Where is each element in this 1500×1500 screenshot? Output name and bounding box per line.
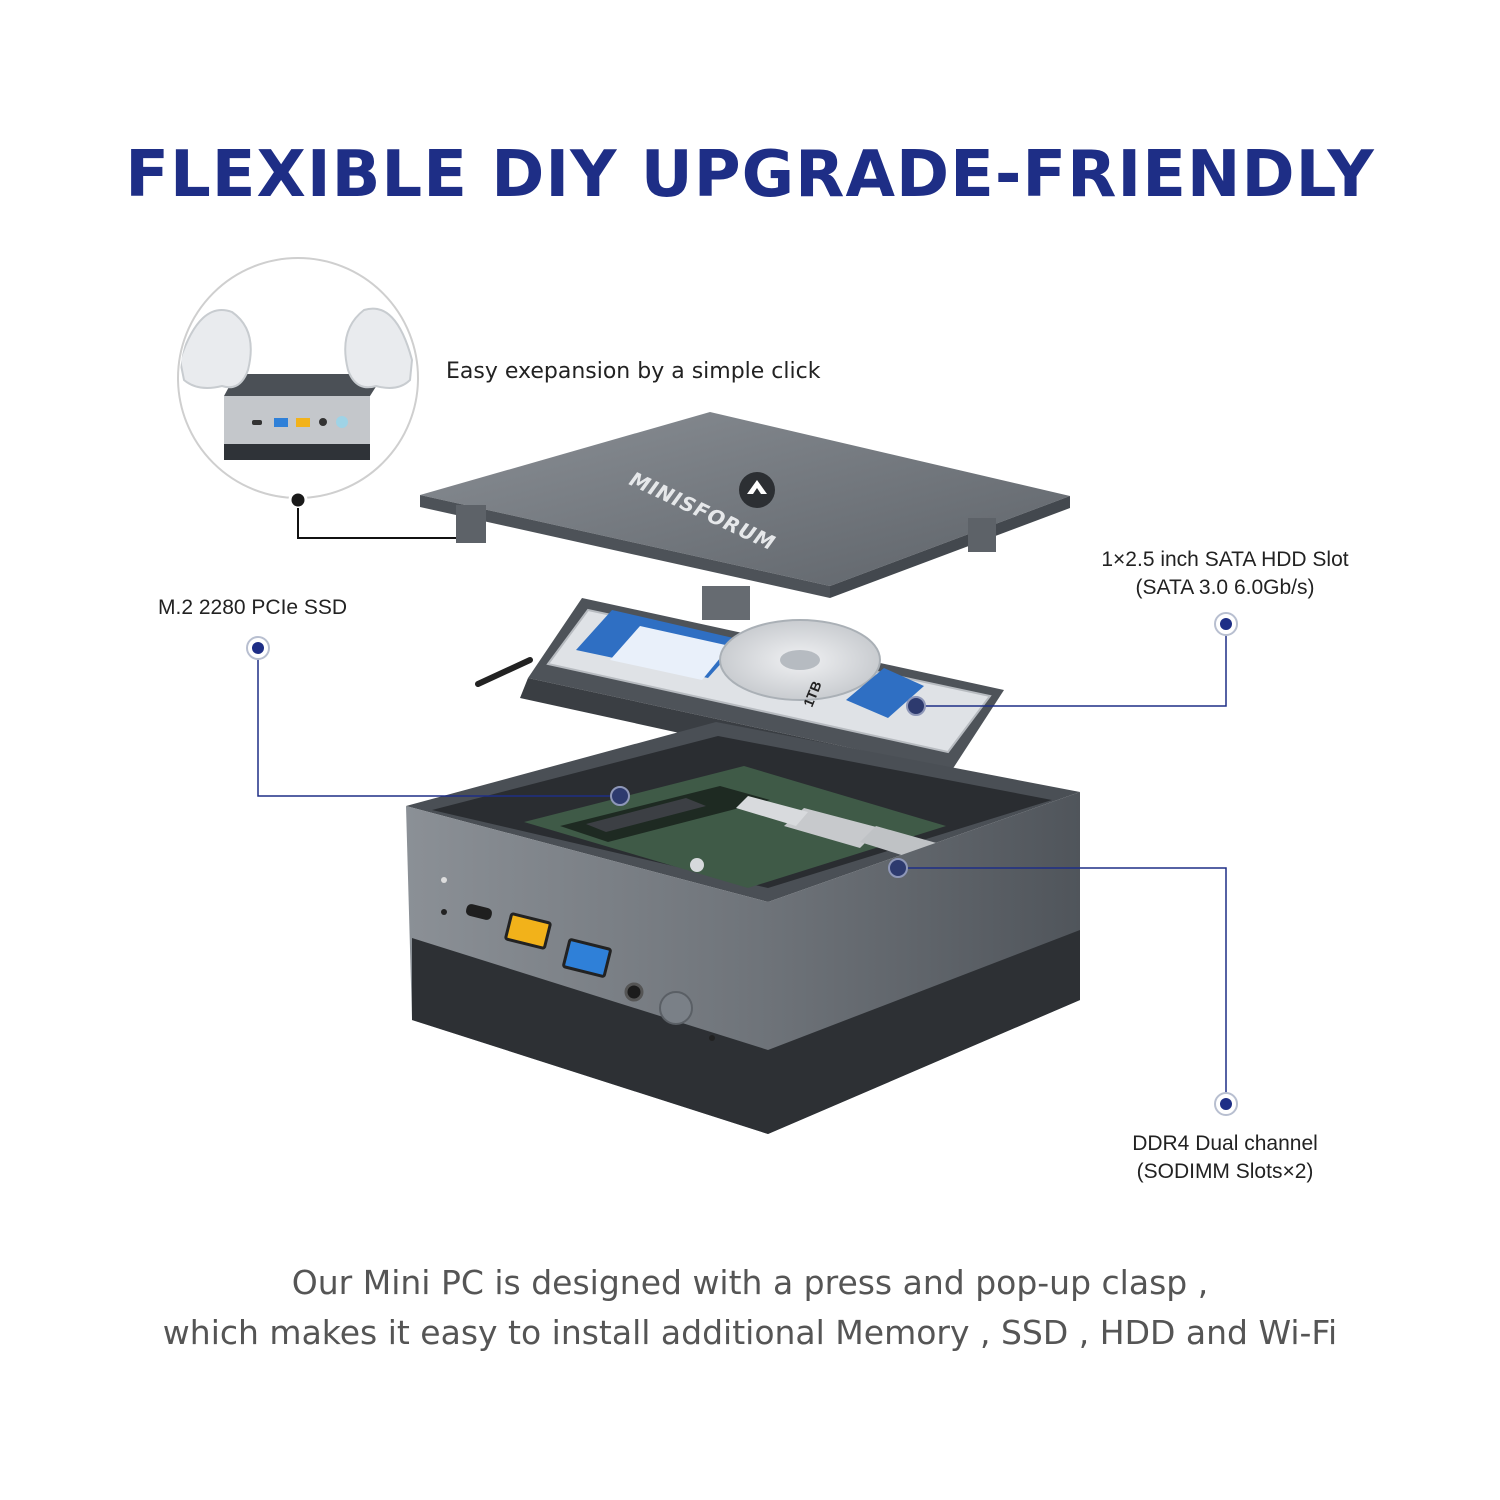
footer-line2: which makes it easy to install additiona… (162, 1313, 1338, 1352)
ddr-callout-label: DDR4 Dual channel (SODIMM Slots×2) (1060, 1130, 1390, 1186)
footer-line1: Our Mini PC is designed with a press and… (291, 1263, 1209, 1302)
pc-chassis (406, 722, 1080, 1134)
ssd-callout-label: M.2 2280 PCIe SSD (158, 596, 348, 619)
inset-connector-line (297, 508, 470, 539)
callout-lines (257, 624, 1227, 1104)
ddr-callout-line1: DDR4 Dual channel (1132, 1132, 1318, 1155)
hdd-callout-line2: (SATA 3.0 6.0Gb/s) (1135, 576, 1315, 599)
callout-dots (246, 612, 1238, 1116)
ddr-callout-line2: (SODIMM Slots×2) (1136, 1160, 1314, 1183)
top-lid: MINISFORUM (420, 412, 1070, 620)
hdd-callout-line1: 1×2.5 inch SATA HDD Slot (1101, 548, 1349, 571)
easy-expansion-label: Easy exepansion by a simple click (446, 359, 821, 384)
inset-connector-dot (288, 490, 308, 510)
footer-description: Our Mini PC is designed with a press and… (0, 1258, 1500, 1358)
inset-circle (177, 257, 419, 499)
page-title: FLEXIBLE DIY UPGRADE-FRIENDLY (125, 138, 1375, 212)
hdd-callout-label: 1×2.5 inch SATA HDD Slot (SATA 3.0 6.0Gb… (1060, 546, 1390, 602)
